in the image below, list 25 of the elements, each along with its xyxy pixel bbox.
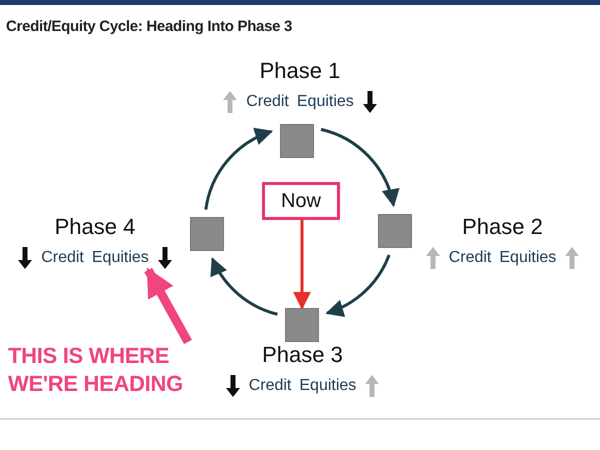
phase-heading: Phase 2 <box>462 214 543 240</box>
indicator-label: Equities <box>299 377 356 395</box>
phase-heading: Phase 3 <box>262 342 343 368</box>
callout-arrow <box>144 267 192 344</box>
arrow <box>293 220 311 310</box>
phase-heading: Phase 1 <box>260 58 340 84</box>
callout-text: THIS IS WHERE WE'RE HEADING <box>8 342 192 398</box>
indicator-label: Equities <box>296 93 354 111</box>
indicator-label: Equities <box>92 249 149 267</box>
phase-heading: Phase 4 <box>54 214 136 240</box>
now-box: Now <box>262 182 340 220</box>
indicator-label: Credit <box>248 377 292 395</box>
indicator-label: Credit <box>246 93 289 111</box>
arrow <box>320 128 399 208</box>
arrow <box>325 254 390 316</box>
arrow <box>204 128 273 210</box>
arrow <box>211 257 278 316</box>
indicator-label: Credit <box>41 249 84 267</box>
indicator-label: Credit <box>448 249 492 267</box>
square-box <box>190 217 224 251</box>
square-box <box>285 308 319 342</box>
square-box <box>378 214 412 248</box>
square-box <box>280 124 314 158</box>
title: Credit/Equity Cycle: Heading Into Phase 3 <box>6 18 292 35</box>
indicator-label: Equities <box>499 249 556 267</box>
